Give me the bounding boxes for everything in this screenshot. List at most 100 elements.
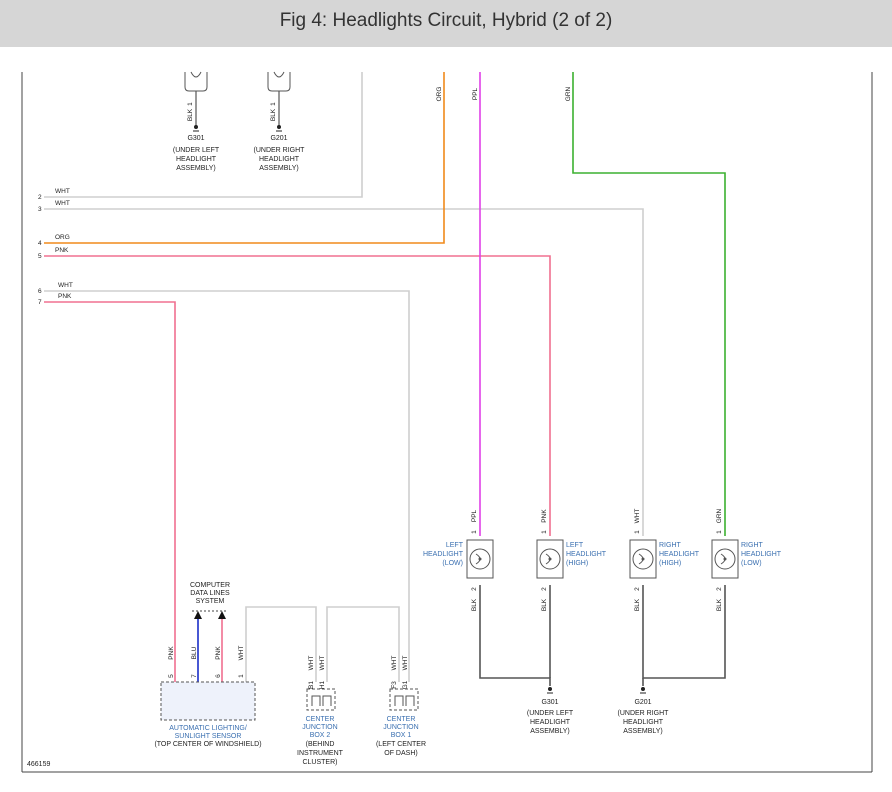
right-low-top-color: GRN (716, 508, 723, 523)
jb2-b1-pin: B1 (308, 681, 315, 689)
grn-wire-label: GRN (565, 86, 572, 101)
g201-top-pin: 1 (270, 102, 277, 106)
g201-bottom-location-3: ASSEMBLY) (623, 728, 663, 735)
left-headlight-low: 1 PPL LEFT HEADLIGHT (LOW) 2 BLK (423, 509, 494, 611)
left-pin-4: 4 (38, 240, 42, 247)
right-low-label-3: (LOW) (741, 560, 762, 567)
arrow-up-icon (218, 611, 226, 619)
left-pin-2-color: WHT (55, 188, 70, 195)
g301-top-wire-color: BLK (187, 108, 194, 121)
right-high-bottom-color: BLK (634, 598, 641, 611)
jb1-g1-color: WHT (402, 656, 409, 671)
ground-symbol (194, 125, 198, 129)
jb2-b1-color: WHT (308, 656, 315, 671)
g301-top-location-3: ASSEMBLY) (176, 165, 216, 172)
figure-header: Fig 4: Headlights Circuit, Hybrid (2 of … (0, 0, 892, 47)
left-pin-5-color: PNK (55, 247, 69, 254)
sensor-name-1: AUTOMATIC LIGHTING/ (169, 725, 247, 732)
left-high-top-color: PNK (541, 509, 548, 523)
left-high-top-pin: 1 (541, 530, 548, 534)
left-pin-3: 3 (38, 206, 42, 213)
left-low-label-3: (LOW) (442, 560, 463, 567)
g301-bottom-location-2: HEADLIGHT (530, 719, 571, 726)
junction-box-1: WHT WHT F3 G1 CENTER JUNCTION BOX 1 (LEF… (376, 656, 426, 757)
left-pin-4-color: ORG (55, 234, 70, 241)
right-high-label-3: (HIGH) (659, 560, 681, 567)
jb2-name-2: JUNCTION (302, 724, 337, 731)
left-pin-7-color: PNK (58, 293, 72, 300)
right-headlight-low: 1 GRN RIGHT HEADLIGHT (LOW) 2 BLK (711, 508, 782, 611)
left-low-bottom-pin: 2 (471, 587, 478, 591)
left-headlight-high: 1 PNK LEFT HEADLIGHT (HIGH) 2 BLK (536, 509, 607, 611)
left-pin-3-color: WHT (55, 200, 70, 207)
org-wire-label: ORG (436, 87, 443, 102)
sensor-pin-7-color: BLU (191, 646, 198, 659)
g201-bottom-location-2: HEADLIGHT (623, 719, 664, 726)
left-low-top-pin: 1 (471, 530, 478, 534)
jb1-f3-pin: F3 (391, 681, 398, 689)
jb1-location-1: (LEFT CENTER (376, 741, 426, 748)
jb1-location-2: OF DASH) (384, 750, 417, 757)
data-lines-label-3: SYSTEM (196, 598, 225, 605)
g201-top-location-2: HEADLIGHT (259, 156, 300, 163)
g201-top-id: G201 (270, 135, 287, 142)
sunlight-sensor: COMPUTER DATA LINES SYSTEM PNK BLU PNK W… (154, 582, 261, 748)
top-ground-g301: 1 BLK G301 (UNDER LEFT HEADLIGHT ASSEMBL… (173, 71, 220, 172)
g301-bottom-location-3: ASSEMBLY) (530, 728, 570, 735)
left-high-bottom-color: BLK (541, 598, 548, 611)
left-high-label-2: HEADLIGHT (566, 551, 607, 558)
left-pin-6: 6 (38, 288, 42, 295)
left-high-label-1: LEFT (566, 542, 584, 549)
left-low-label-1: LEFT (446, 542, 464, 549)
right-low-bottom-color: BLK (716, 598, 723, 611)
jb2-name-3: BOX 2 (310, 732, 331, 739)
left-pin-7: 7 (38, 299, 42, 306)
g201-bottom-id: G201 (634, 699, 651, 706)
jb2-h1-color: WHT (319, 656, 326, 671)
left-low-bottom-color: BLK (471, 598, 478, 611)
right-low-label-1: RIGHT (741, 542, 764, 549)
right-low-bottom-pin: 2 (716, 587, 723, 591)
bottom-ground-g301: G301 (UNDER LEFT HEADLIGHT ASSEMBLY) (527, 687, 574, 735)
bulb-icon (641, 557, 645, 561)
arrow-up-icon (194, 611, 202, 619)
g301-top-location-1: (UNDER LEFT (173, 147, 220, 154)
ground-symbol (548, 687, 552, 691)
jb2-location-2: INSTRUMENT (297, 750, 344, 757)
jb2-name-1: CENTER (306, 716, 335, 723)
right-low-label-2: HEADLIGHT (741, 551, 782, 558)
right-high-top-pin: 1 (634, 530, 641, 534)
jb1-name-3: BOX 1 (391, 732, 412, 739)
left-connector: 2 WHT 3 WHT 4 ORG 5 PNK 6 WHT 7 PNK (38, 188, 73, 306)
ground-symbol (641, 687, 645, 691)
sensor-pin-7: 7 (191, 674, 198, 678)
left-high-bottom-pin: 2 (541, 587, 548, 591)
right-high-bottom-pin: 2 (634, 587, 641, 591)
g201-top-location-1: (UNDER RIGHT (254, 147, 306, 154)
left-low-label-2: HEADLIGHT (423, 551, 464, 558)
jb2-h1-pin: H1 (319, 680, 326, 689)
g301-top-pin: 1 (187, 102, 194, 106)
bottom-ground-g201: G201 (UNDER RIGHT HEADLIGHT ASSEMBLY) (618, 687, 669, 735)
left-pin-2: 2 (38, 194, 42, 201)
data-lines-label-1: COMPUTER (190, 582, 230, 589)
diagram-frame (21, 72, 873, 773)
bulb-icon (478, 557, 482, 561)
bulb-icon (723, 557, 727, 561)
sensor-name-2: SUNLIGHT SENSOR (175, 733, 242, 740)
left-high-label-3: (HIGH) (566, 560, 588, 567)
jb1-f3-color: WHT (391, 656, 398, 671)
sensor-pin-1-color: WHT (238, 646, 245, 661)
g201-top-location-3: ASSEMBLY) (259, 165, 299, 172)
sensor-pin-5-color: PNK (168, 646, 175, 660)
sensor-pin-5: 5 (168, 674, 175, 678)
right-headlight-high: 1 WHT RIGHT HEADLIGHT (HIGH) 2 BLK (629, 509, 700, 611)
left-pin-5: 5 (38, 253, 42, 260)
figure-id: 466159 (27, 761, 50, 768)
jb1-name-1: CENTER (387, 716, 416, 723)
right-low-top-pin: 1 (716, 530, 723, 534)
ground-symbol (277, 125, 281, 129)
right-high-label-2: HEADLIGHT (659, 551, 700, 558)
top-ground-g201: 1 BLK G201 (UNDER RIGHT HEADLIGHT ASSEMB… (254, 71, 306, 172)
